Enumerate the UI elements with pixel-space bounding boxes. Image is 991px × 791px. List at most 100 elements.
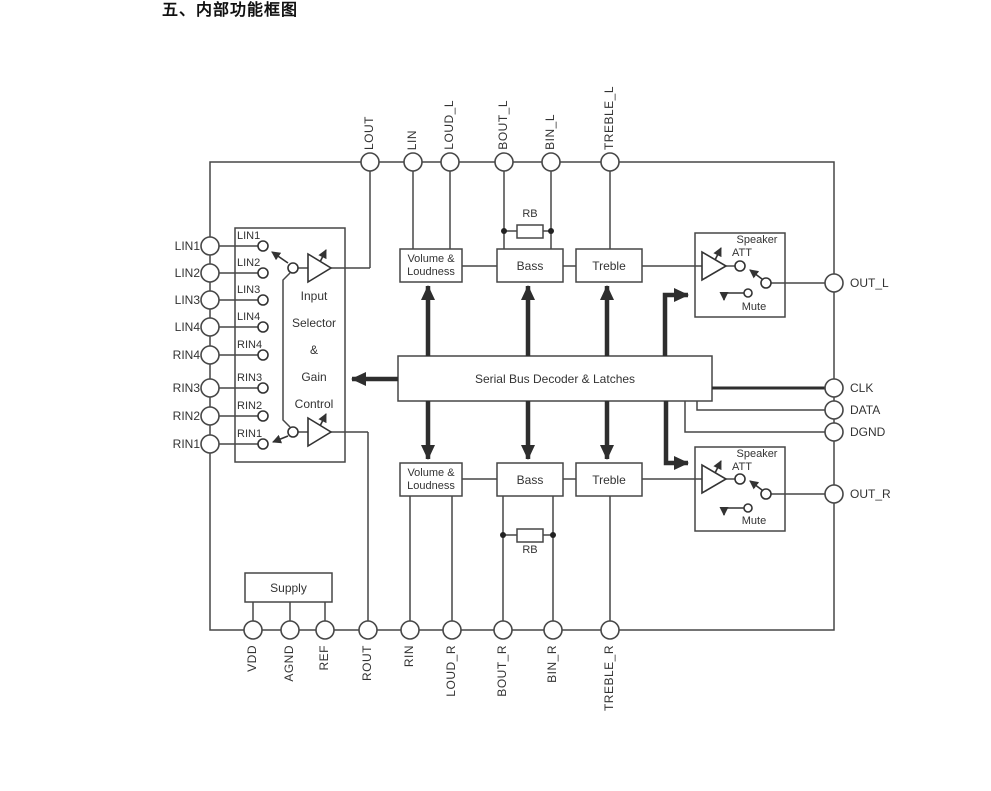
switch-gang-link	[282, 272, 291, 428]
volume-loudness-left-label: Volume & Loudness	[407, 252, 455, 278]
pin-label-loud-r: LOUD_R	[444, 645, 458, 697]
mute-terminal-left	[743, 288, 753, 298]
pin-label-bout-r: BOUT_R	[495, 645, 509, 697]
pin-label-bin-r: BIN_R	[545, 645, 559, 683]
pin-label-rin2: RIN2	[172, 409, 200, 423]
pin-label-rin1: RIN1	[172, 437, 200, 451]
pin-label-ref: REF	[317, 645, 331, 671]
terminal-label-lin1: LIN1	[237, 230, 261, 242]
treble-left-box	[575, 248, 643, 283]
pin-lin1	[200, 236, 220, 256]
pin-label-lin3: LIN3	[174, 293, 200, 307]
pin-label-dgnd: DGND	[850, 425, 886, 439]
speaker-right-label: Speaker	[736, 448, 778, 460]
treble-right-label: Treble	[592, 472, 626, 487]
pin-clk	[824, 378, 844, 398]
supply-label: Supply	[270, 580, 307, 595]
selector-text-gain: Gain	[301, 370, 327, 384]
control-arrows	[351, 285, 689, 470]
pin-label-treble-l: TREBLE_L	[602, 85, 616, 150]
pin-loud-r	[442, 620, 462, 640]
pin-label-agnd: AGND	[282, 645, 296, 682]
pin-out-l	[824, 273, 844, 293]
switch-terminals	[257, 240, 772, 513]
pin-label-rin: RIN	[402, 645, 416, 668]
amp-triangle-speaker-right	[701, 463, 728, 495]
data-wire	[696, 401, 834, 411]
rb-left-label: RB	[522, 208, 538, 220]
pin-label-rin3: RIN3	[172, 381, 200, 395]
pin-out-r	[824, 484, 844, 504]
pin-label-lin2: LIN2	[174, 266, 200, 280]
mute-switch-arm-right	[749, 480, 763, 491]
pin-bin-l	[541, 152, 561, 172]
treble-left-label: Treble	[592, 258, 626, 273]
pin-bout-l	[494, 152, 514, 172]
rb-resistor-left	[516, 224, 544, 239]
rb-right-label: RB	[522, 544, 538, 556]
pin-label-lin: LIN	[405, 129, 419, 150]
pin-agnd	[280, 620, 300, 640]
pin-label-vdd: VDD	[245, 645, 259, 672]
bass-left-label: Bass	[516, 258, 544, 273]
pin-label-rin4: RIN4	[172, 348, 200, 362]
pin-dgnd	[824, 422, 844, 442]
speaker-left-label: Speaker	[736, 234, 778, 246]
amp-triangle-selector-left	[307, 252, 333, 284]
terminal-label-lin2: LIN2	[237, 257, 261, 269]
page-title: 五、内部功能框图	[162, 2, 299, 19]
pin-lin4	[200, 317, 220, 337]
pin-label-lout: LOUT	[362, 115, 376, 150]
rb-resistor-right	[516, 528, 544, 543]
pin-treble-l	[600, 152, 620, 172]
mute-right-label: Mute	[741, 515, 767, 527]
att-terminal-right	[734, 473, 746, 485]
pin-rin2	[200, 406, 220, 426]
pin-label-out-r: OUT_R	[850, 487, 891, 501]
pin-label-lin4: LIN4	[174, 320, 200, 334]
pin-rin	[400, 620, 420, 640]
terminal-label-rin1: RIN1	[237, 428, 263, 440]
selector-switch-arm-left	[271, 251, 289, 264]
pin-label-rout: ROUT	[360, 645, 374, 681]
pin-label-out-l: OUT_L	[850, 276, 889, 290]
decoder-label: Serial Bus Decoder & Latches	[474, 371, 636, 386]
mute-left-label: Mute	[741, 301, 767, 313]
mute-arrow-left	[719, 292, 744, 301]
pin-bout-r	[493, 620, 513, 640]
pin-rin3	[200, 378, 220, 398]
pin-lin3	[200, 290, 220, 310]
terminal-label-rin2: RIN2	[237, 400, 263, 412]
selector-text-selector: Selector	[291, 316, 337, 330]
selector-switch-arm-right	[272, 434, 289, 444]
supply-box	[244, 572, 333, 603]
pin-label-bout-l: BOUT_L	[496, 100, 510, 150]
att-right-label: ATT	[732, 461, 752, 473]
pin-data	[824, 400, 844, 420]
selector-text-amp: &	[309, 343, 318, 357]
dgnd-wire	[684, 401, 834, 433]
bass-right-box	[496, 462, 564, 497]
pin-label-bin-l: BIN_L	[543, 114, 557, 150]
mute-arrow-right	[719, 507, 744, 516]
pin-bin-r	[543, 620, 563, 640]
mute-switch-arm-left	[749, 269, 763, 280]
selector-pivot-right	[287, 426, 299, 438]
pin-vdd	[243, 620, 263, 640]
terminal-label-lin4: LIN4	[237, 311, 261, 323]
pin-rin4	[200, 345, 220, 365]
selector-pivot-left	[287, 262, 299, 274]
terminal-label-rin4: RIN4	[237, 339, 263, 351]
amp-triangle-speaker-left	[701, 250, 728, 282]
pin-treble-r	[600, 620, 620, 640]
att-terminal-left	[734, 260, 746, 272]
pin-lin2	[200, 263, 220, 283]
selector-text-control: Control	[294, 397, 334, 411]
pin-ref	[315, 620, 335, 640]
att-left-label: ATT	[732, 247, 752, 259]
terminal-label-lin3: LIN3	[237, 284, 261, 296]
pin-lout	[360, 152, 380, 172]
pin-rout	[358, 620, 378, 640]
